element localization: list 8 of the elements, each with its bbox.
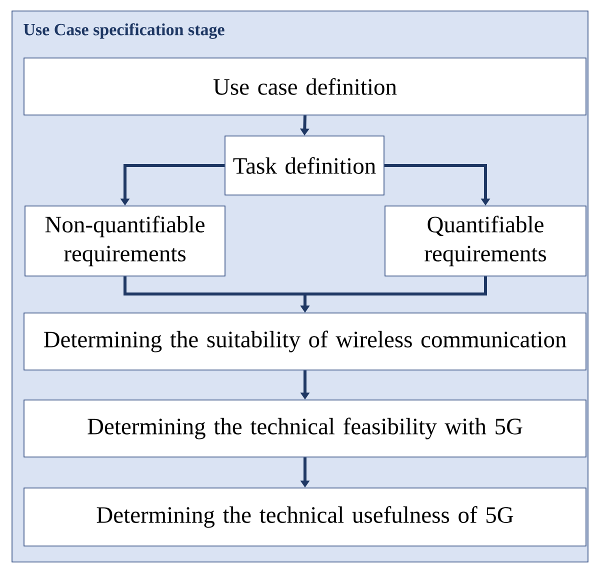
process-box: Determining the suitability of wireless communication xyxy=(24,312,586,370)
process-box: Use case definition xyxy=(24,58,586,116)
process-box: Determining the technical usefulness of 5G xyxy=(24,488,586,546)
process-box: Determining the technical feasibility with 5G xyxy=(24,400,586,458)
process-box: Task definition xyxy=(224,136,384,196)
process-box: Quantifiable requirements xyxy=(384,206,586,276)
panel-title: Use Case specification stage xyxy=(24,23,224,39)
process-box: Non-quantifiable requirements xyxy=(24,206,226,276)
